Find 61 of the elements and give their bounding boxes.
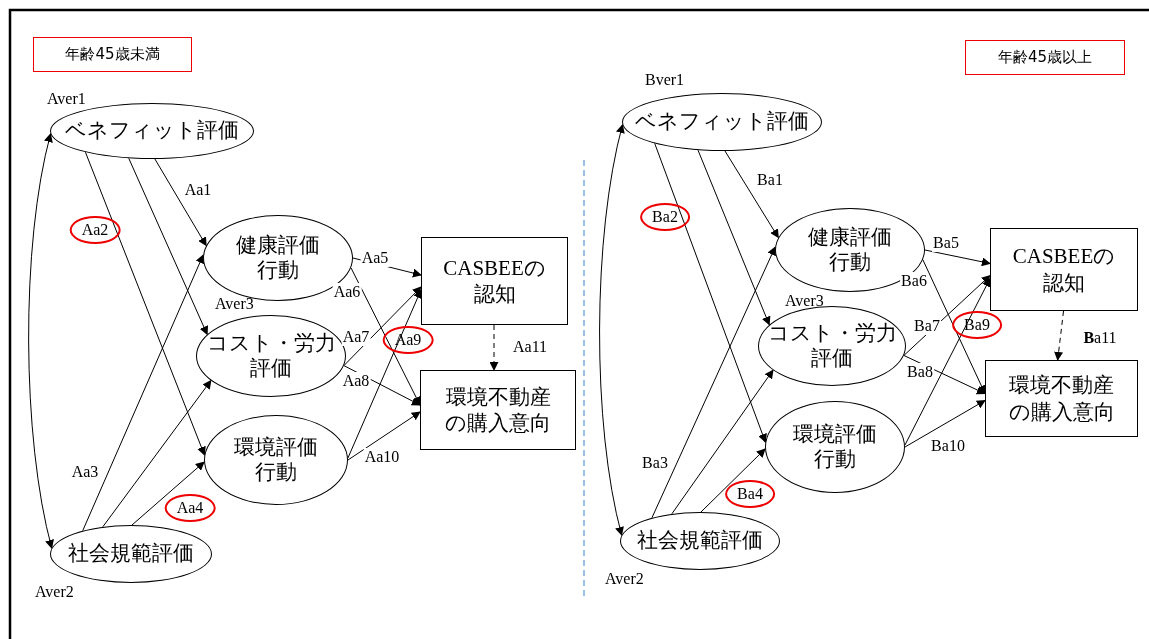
variance-label: Aver3 (785, 293, 824, 309)
arrow (489, 324, 499, 371)
arrow (922, 259, 986, 395)
node-label: 年齢45歳以上 (996, 48, 1094, 67)
node-label: 社会規範評価 (636, 528, 764, 554)
edge-label: Ba7 (913, 317, 941, 335)
node-label: 環境評価行動 (233, 434, 319, 486)
node-label: 環境不動産の購入意向 (1007, 372, 1116, 425)
variable-box (420, 370, 576, 450)
arrow (904, 399, 986, 448)
node-label: 年齢45歳未満 (64, 45, 161, 64)
circled-edge-label: Ba2 (640, 203, 690, 231)
arrow (1054, 310, 1065, 361)
arrow (84, 151, 206, 456)
group-heading (33, 37, 192, 72)
node-label: CASBEEの認知 (1011, 243, 1117, 296)
arrow (128, 157, 209, 336)
arrow (700, 448, 766, 513)
variance-label: Aver2 (35, 584, 74, 600)
circled-edge-label: Ba9 (952, 311, 1002, 339)
variance-label: Aver1 (47, 91, 86, 107)
construct-ellipse (620, 512, 780, 570)
variable-box (985, 360, 1138, 437)
variance-label: Aver2 (605, 571, 644, 587)
arrow (697, 149, 771, 326)
circled-edge-label: Ba4 (725, 480, 775, 508)
curved-arrow (599, 124, 625, 536)
node-label: ベネフィット評価 (64, 118, 240, 144)
circled-edge-label: Aa2 (69, 216, 121, 244)
variable-box (990, 228, 1138, 311)
node-label: コスト・労力評価 (205, 330, 337, 382)
arrow (82, 254, 205, 532)
arrow (651, 246, 776, 519)
arrow (904, 277, 991, 446)
edge-label: Ba5 (932, 234, 960, 252)
arrow (131, 461, 205, 526)
node-label: ベネフィット評価 (634, 109, 810, 135)
construct-ellipse (50, 103, 254, 159)
arrow (154, 158, 207, 247)
curved-arrow (28, 133, 55, 549)
node-label: CASBEEの認知 (442, 254, 547, 308)
variance-label: Bver1 (645, 72, 685, 88)
node-label: 社会規範評価 (67, 541, 195, 567)
arrow (654, 142, 767, 443)
node-label: 環境不動産の購入意向 (444, 383, 552, 437)
node-label: コスト・労力評価 (766, 320, 898, 372)
variance-label: Aver3 (215, 296, 254, 312)
arrow (350, 267, 421, 406)
node-label: 環境評価行動 (792, 421, 878, 473)
circled-edge-label: Aa9 (382, 326, 434, 354)
node-label: 健康評価行動 (807, 224, 893, 276)
arrow (924, 249, 991, 267)
group-heading (965, 40, 1125, 75)
node-label: 健康評価行動 (235, 232, 321, 284)
arrow (347, 289, 422, 459)
arrow (347, 411, 421, 461)
edge-label: Aa7 (341, 328, 371, 346)
edge-label: Aa5 (360, 249, 390, 267)
circled-edge-label: Aa4 (164, 494, 216, 522)
arrow (724, 150, 779, 239)
variable-box (421, 237, 568, 325)
